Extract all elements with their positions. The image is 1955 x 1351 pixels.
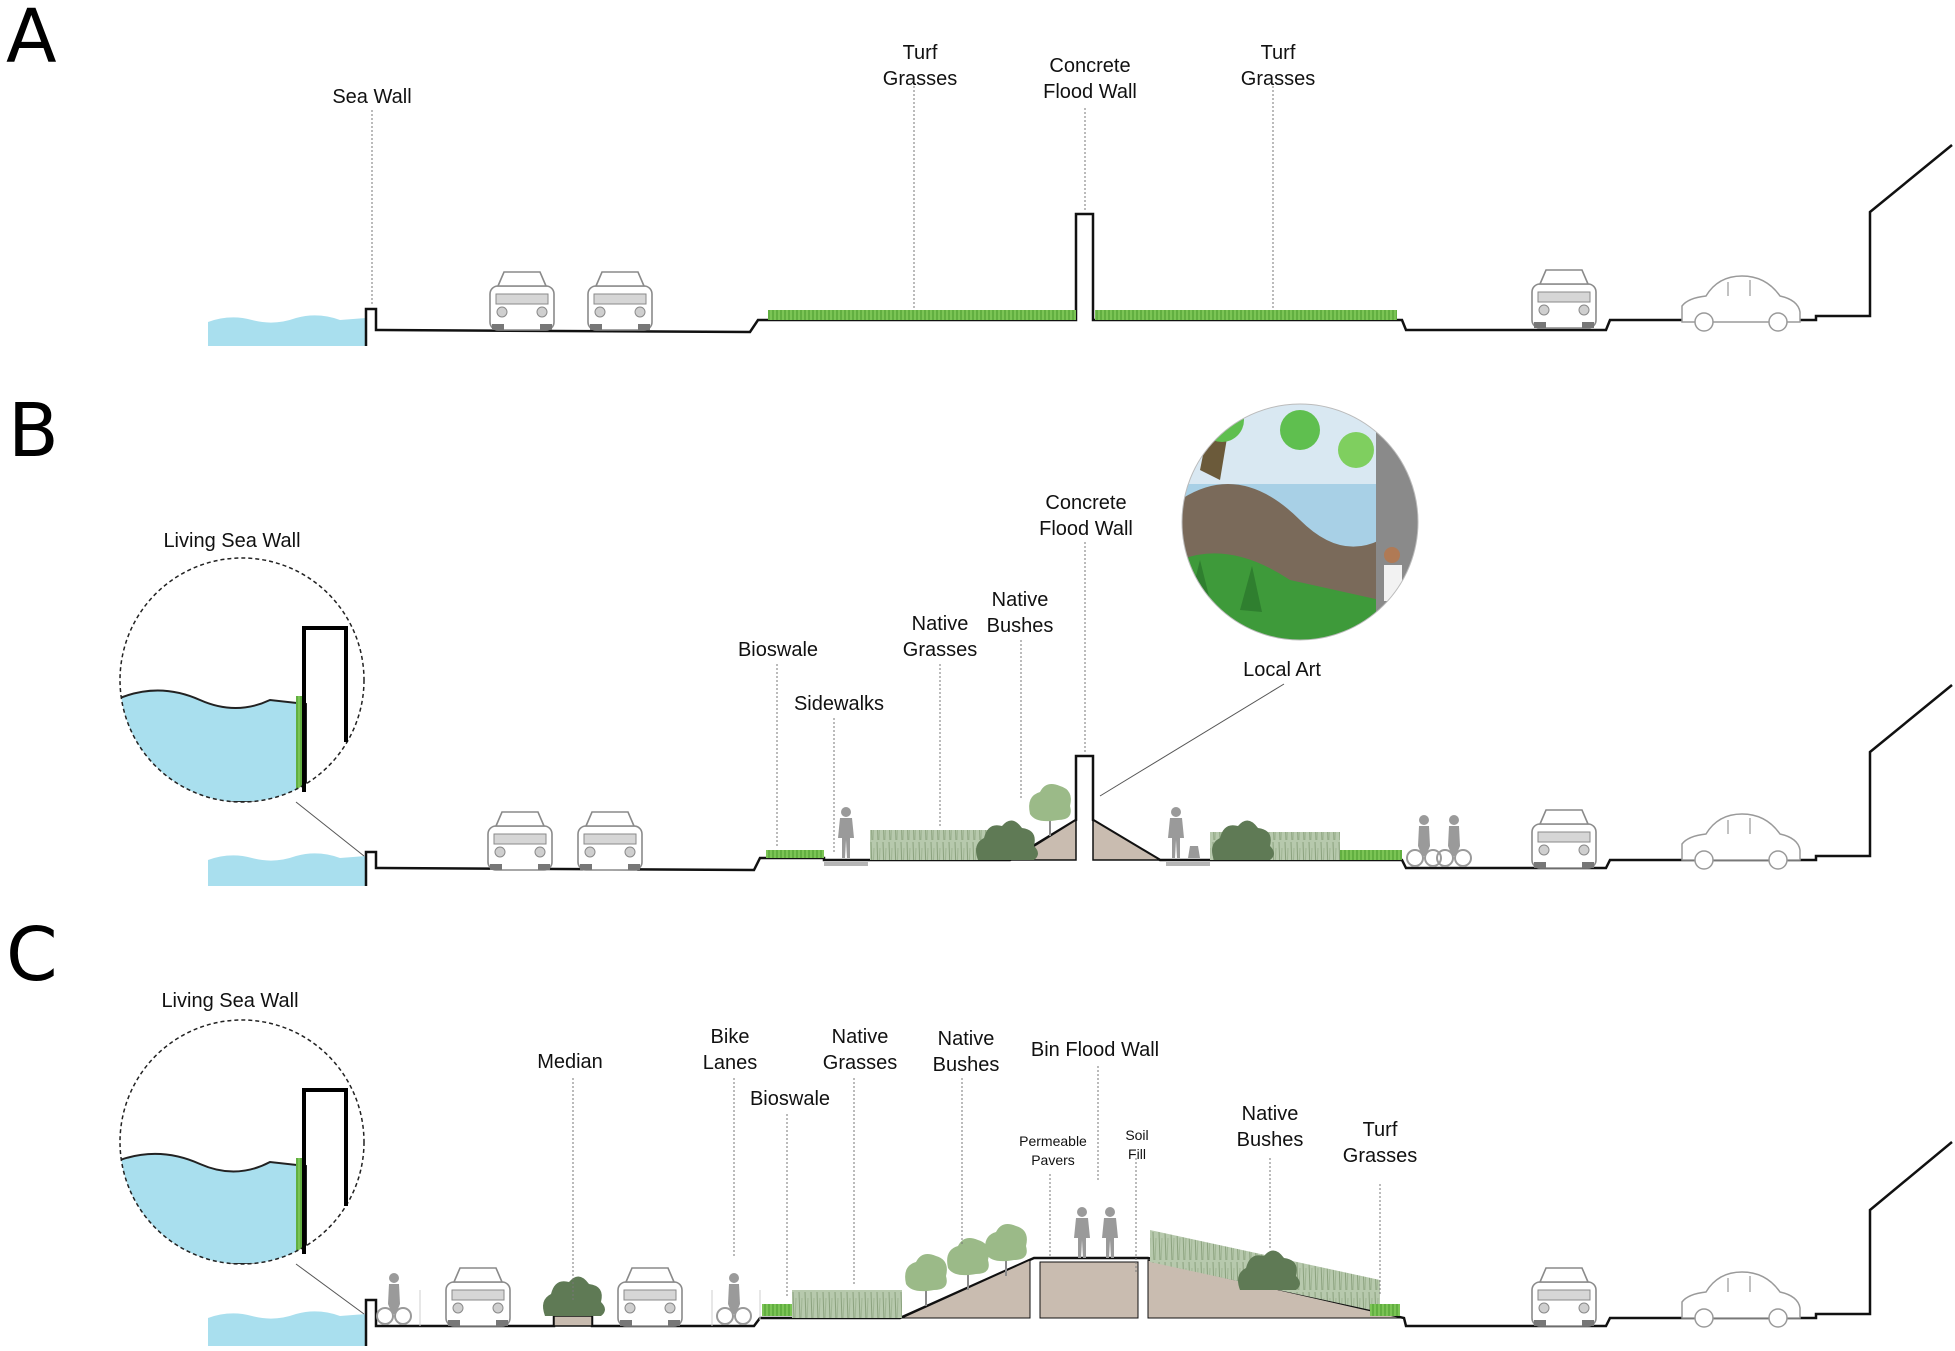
label-native-bushes-b: Native Bushes bbox=[986, 589, 1054, 637]
inset-wall-b bbox=[302, 626, 348, 792]
soil-slope-left bbox=[901, 1259, 1031, 1319]
dog-icon bbox=[1188, 846, 1200, 858]
label-native-bushes-c: Native Bushes bbox=[932, 1028, 1000, 1076]
bush-icon bbox=[976, 820, 1038, 860]
panel-letter-b: B bbox=[8, 388, 59, 474]
inset-wall-c bbox=[302, 1088, 348, 1254]
living-sea-wall-inset-c bbox=[120, 1152, 307, 1264]
label-native-bushes-c-right: Native Bushes bbox=[1236, 1103, 1304, 1151]
panel-a-section bbox=[208, 86, 1953, 346]
living-sea-wall-inset-b bbox=[120, 689, 307, 802]
inset-circle-b bbox=[119, 557, 365, 803]
car-icon bbox=[1531, 269, 1597, 329]
mural-image bbox=[1182, 404, 1418, 640]
lane-markers-c bbox=[419, 1290, 761, 1326]
car-icon bbox=[1681, 275, 1801, 332]
bioswale-grass-b bbox=[766, 850, 824, 858]
car-icon bbox=[577, 811, 643, 871]
pedestrian-icon bbox=[838, 807, 854, 858]
label-sea-wall: Sea Wall bbox=[332, 86, 412, 108]
permeable-paver-block bbox=[1039, 1261, 1139, 1319]
label-turf-grasses-right: Turf Grasses bbox=[1240, 42, 1316, 90]
label-bioswale-c: Bioswale bbox=[749, 1088, 831, 1110]
tree-icon bbox=[904, 1253, 948, 1307]
turf-b-right bbox=[1340, 850, 1402, 860]
leader-lines-b bbox=[776, 542, 1086, 854]
leader-lines-a bbox=[371, 86, 1274, 308]
turf-a-left bbox=[768, 310, 1076, 320]
water-c bbox=[208, 1311, 366, 1346]
pedestrian-icon bbox=[1074, 1207, 1090, 1258]
label-local-art: Local Art bbox=[1243, 659, 1321, 681]
leader-lines-c bbox=[572, 1066, 1381, 1300]
soil-berm-right bbox=[1092, 818, 1163, 861]
label-native-grasses-c: Native Grasses bbox=[822, 1026, 898, 1074]
label-concrete-flood-wall-b: Concrete Flood Wall bbox=[1039, 492, 1133, 540]
panel-letter-a: A bbox=[6, 0, 57, 80]
bush-icon bbox=[1212, 820, 1274, 860]
panel-c-section bbox=[119, 1019, 1953, 1346]
car-icon bbox=[445, 1267, 511, 1327]
label-turf-grasses-c: Turf Grasses bbox=[1342, 1119, 1418, 1167]
car-icon bbox=[587, 271, 653, 331]
car-icon bbox=[487, 811, 553, 871]
cyclist-icon bbox=[1406, 814, 1442, 867]
bush-icon bbox=[543, 1276, 605, 1316]
cyclist-icon bbox=[1436, 814, 1472, 867]
label-native-grasses-b: Native Grasses bbox=[902, 613, 978, 661]
median-block bbox=[553, 1315, 593, 1327]
label-bioswale-b: Bioswale bbox=[737, 639, 819, 661]
pedestrian-icon bbox=[1168, 807, 1184, 858]
pedestrian-icon bbox=[1102, 1207, 1118, 1258]
mural-circle bbox=[1181, 403, 1419, 641]
panel-letter-c: C bbox=[6, 912, 58, 998]
label-bike-lanes: Bike Lanes bbox=[702, 1026, 758, 1074]
inset-connector-c bbox=[295, 1263, 365, 1315]
sidewalk-b-right bbox=[1166, 862, 1210, 866]
inset-connector-b bbox=[295, 801, 365, 857]
cyclist-icon bbox=[716, 1272, 752, 1325]
turf-a-right bbox=[1095, 310, 1397, 320]
native-grass-c-left bbox=[792, 1290, 902, 1318]
leader-local-art bbox=[1099, 683, 1285, 797]
label-living-sea-wall-c: Living Sea Wall bbox=[161, 990, 299, 1012]
label-bin-flood-wall: Bin Flood Wall bbox=[1030, 1039, 1160, 1061]
car-icon bbox=[489, 271, 555, 331]
car-icon bbox=[617, 1267, 683, 1327]
label-living-sea-wall-b: Living Sea Wall bbox=[163, 530, 301, 552]
sidewalk-b-left bbox=[824, 862, 868, 866]
label-soil-fill: Soil Fill bbox=[1125, 1127, 1149, 1162]
bioswale-grass-c bbox=[762, 1304, 792, 1316]
car-icon bbox=[1531, 809, 1597, 869]
car-icon bbox=[1681, 1271, 1801, 1328]
label-concrete-flood-wall: Concrete Flood Wall bbox=[1043, 55, 1137, 103]
panel-b-section bbox=[119, 403, 1953, 886]
label-sidewalks-b: Sidewalks bbox=[793, 693, 885, 715]
water-a bbox=[208, 315, 366, 346]
car-icon bbox=[1681, 813, 1801, 870]
turf-c bbox=[1370, 1304, 1400, 1316]
inset-circle-c bbox=[119, 1019, 365, 1265]
label-turf-grasses-left: Turf Grasses bbox=[882, 42, 958, 90]
car-icon bbox=[1531, 1267, 1597, 1327]
label-permeable-pavers: Permeable Pavers bbox=[1019, 1133, 1087, 1168]
water-b bbox=[208, 853, 366, 886]
ground-profile-a bbox=[364, 144, 1953, 346]
label-median: Median bbox=[537, 1051, 603, 1073]
cyclist-icon bbox=[376, 1272, 412, 1325]
